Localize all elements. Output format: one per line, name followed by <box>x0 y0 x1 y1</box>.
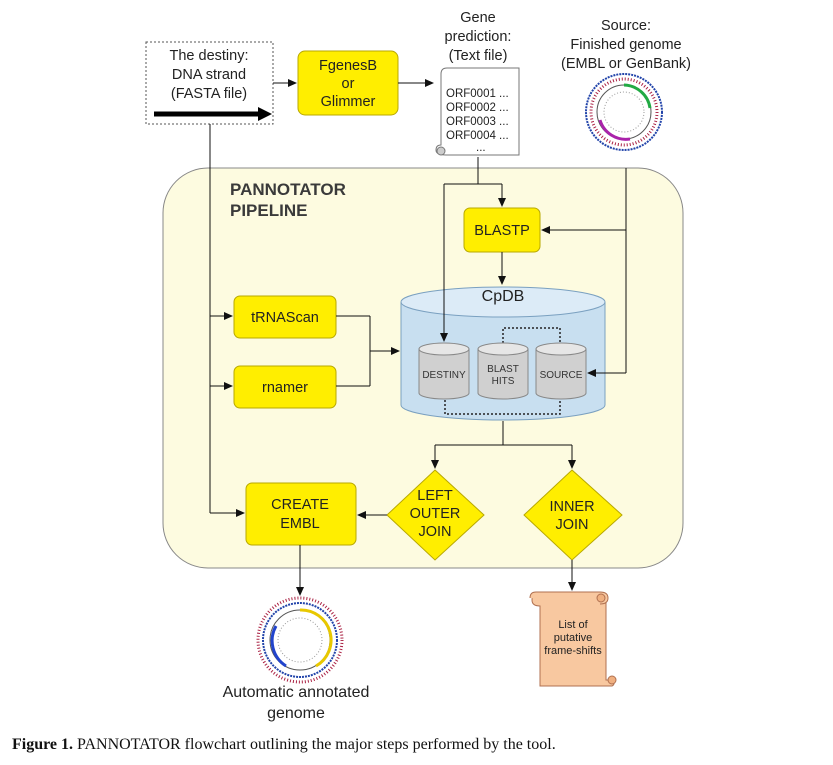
gene-prediction-label-2: prediction: <box>445 29 512 45</box>
svg-text:frame-shifts: frame-shifts <box>544 645 602 657</box>
frameshifts-scroll: List of putative frame-shifts <box>529 591 617 687</box>
caption-text: PANNOTATOR flowchart outlining the major… <box>73 736 556 753</box>
destiny-input: The destiny: DNA strand (FASTA file) <box>145 41 274 125</box>
blast-hits-db: BLAST HITS <box>477 342 529 400</box>
svg-text:rnamer: rnamer <box>262 380 308 396</box>
svg-text:tRNAScan: tRNAScan <box>251 310 319 326</box>
pipeline-title-line2: PIPELINE <box>230 201 307 220</box>
svg-text:Glimmer: Glimmer <box>321 94 376 110</box>
destiny-db: DESTINY <box>418 342 470 400</box>
blastp-process: BLASTP <box>463 207 541 253</box>
svg-text:The destiny:: The destiny: <box>170 48 249 64</box>
source-label-1: Source: <box>601 18 651 34</box>
source-label-2: Finished genome <box>570 37 681 53</box>
svg-text:EMBL: EMBL <box>280 516 320 532</box>
svg-text:ORF0004 ...: ORF0004 ... <box>446 130 509 142</box>
fgenesb-process: FgenesB or Glimmer <box>297 50 399 116</box>
inner-join-decision: INNER JOIN <box>523 469 623 561</box>
source-genome-map-icon <box>585 73 663 151</box>
caption-label: Figure 1. <box>12 736 74 753</box>
svg-text:SOURCE: SOURCE <box>540 370 583 381</box>
svg-text:CpDB: CpDB <box>482 288 525 305</box>
svg-text:DESTINY: DESTINY <box>422 370 466 381</box>
svg-text:INNER: INNER <box>549 499 594 515</box>
svg-text:HITS: HITS <box>492 376 515 387</box>
svg-text:List of: List of <box>558 619 588 631</box>
svg-text:ORF0003 ...: ORF0003 ... <box>446 116 509 128</box>
svg-text:JOIN: JOIN <box>418 524 451 540</box>
db-join-connector <box>444 400 561 415</box>
create-embl-process: CREATE EMBL <box>245 482 357 546</box>
svg-text:BLASTP: BLASTP <box>474 223 530 239</box>
rnamer-process: rnamer <box>233 365 337 409</box>
source-label-3: (EMBL or GenBank) <box>561 56 691 72</box>
svg-text:LEFT: LEFT <box>417 488 453 504</box>
connectors <box>209 79 627 596</box>
annotated-genome-label-2: genome <box>267 705 325 722</box>
trnascan-process: tRNAScan <box>233 295 337 339</box>
annotated-genome-label-1: Automatic annotated <box>223 684 370 701</box>
annotated-genome-map-icon <box>256 596 344 684</box>
gene-prediction-label-1: Gene <box>460 10 495 26</box>
left-outer-join-decision: LEFT OUTER JOIN <box>386 469 485 561</box>
figure-caption: Figure 1. PANNOTATOR flowchart outlining… <box>12 736 556 754</box>
gene-prediction-label-3: (Text file) <box>449 48 508 64</box>
svg-text:OUTER: OUTER <box>410 506 461 522</box>
svg-text:putative: putative <box>554 632 593 644</box>
source-db: SOURCE <box>535 342 587 400</box>
svg-text:CREATE: CREATE <box>271 497 329 513</box>
svg-text:DNA strand: DNA strand <box>172 67 246 83</box>
svg-text:ORF0002 ...: ORF0002 ... <box>446 102 509 114</box>
svg-text:ORF0001 ...: ORF0001 ... <box>446 88 509 100</box>
svg-text:FgenesB: FgenesB <box>319 58 377 74</box>
svg-text:JOIN: JOIN <box>555 517 588 533</box>
pipeline-title-line1: PANNOTATOR <box>230 180 346 199</box>
svg-text:or: or <box>342 76 355 92</box>
orf-file-scroll: ORF0001 ... ORF0002 ... ORF0003 ... ORF0… <box>435 67 520 156</box>
svg-text:(FASTA file): (FASTA file) <box>171 86 247 102</box>
svg-text:BLAST: BLAST <box>487 364 519 375</box>
svg-text:...: ... <box>476 142 486 154</box>
